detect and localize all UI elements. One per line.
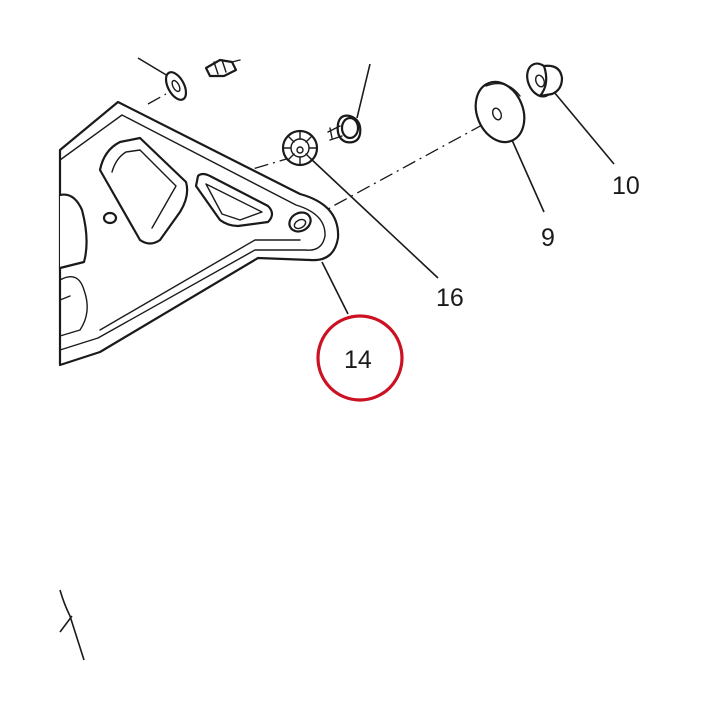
bushing-10-body: [538, 64, 564, 98]
bracket-part-14: [58, 100, 340, 367]
washer-partial-hole: [171, 79, 181, 93]
leader-bolt-upper: [356, 63, 371, 119]
leader-16: [309, 157, 439, 279]
bolt-partial: [204, 58, 238, 78]
bracket-lower-rim: [99, 239, 301, 331]
leader-9: [511, 139, 545, 213]
bracket-slot-inner: [205, 183, 263, 221]
highlight-circle-14: [316, 314, 404, 402]
part-16-lock-nut: [281, 129, 319, 167]
partial-line-b: [59, 615, 73, 633]
leader-10: [553, 91, 615, 165]
bracket-left-tab: [58, 193, 88, 270]
washer-9-hole: [491, 107, 503, 121]
callout-labels: 10 9 16 14: [344, 172, 640, 374]
bracket-left-ridge: [59, 295, 71, 301]
axis-top-left: [147, 93, 167, 105]
washer-9-thickness: [485, 82, 521, 97]
leader-14: [321, 261, 349, 315]
leader-offpage-left: [137, 57, 169, 77]
bolt-upper: [327, 63, 371, 144]
callout-14: 14: [344, 346, 372, 374]
bracket-mount-hole-inner: [293, 218, 307, 230]
callout-9: 9: [541, 224, 555, 252]
leader-lines: [309, 91, 615, 315]
bracket-slot: [194, 172, 274, 228]
bushing-10-bore: [534, 74, 546, 88]
callout-16: 16: [436, 284, 464, 312]
bracket-window-large: [98, 136, 189, 245]
callout-10: 10: [612, 172, 640, 200]
bolt-upper-shank: [327, 125, 343, 141]
washer-partial: [164, 71, 188, 101]
part-9-washer: [474, 80, 526, 144]
bolt-partial-thread: [213, 59, 241, 75]
bracket-window-large-inner: [111, 149, 177, 229]
bracket-inner-edge: [59, 114, 326, 351]
bolt-upper-face: [340, 116, 360, 140]
upper-left-hardware: [137, 57, 241, 105]
partial-line-a: [59, 589, 85, 661]
bracket-left-bend: [59, 276, 88, 337]
lock-nut-16-bore: [296, 146, 304, 154]
part-10-bushing: [526, 62, 564, 98]
lock-nut-16-serrations: [282, 130, 318, 166]
bracket-small-hole: [102, 211, 118, 225]
bottom-left-partial: [59, 589, 85, 661]
